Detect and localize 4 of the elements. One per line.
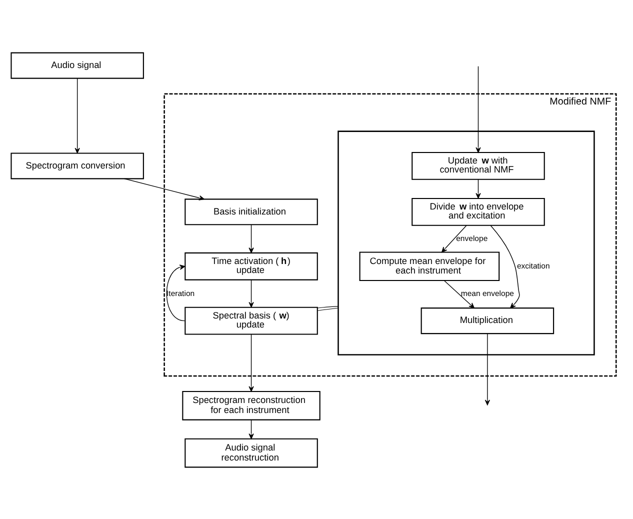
edge-label: envelope — [456, 233, 488, 242]
edge-label: mean envelope — [460, 288, 514, 298]
edge-label: excitation — [516, 260, 550, 270]
edge-label: Iteration — [166, 288, 195, 298]
